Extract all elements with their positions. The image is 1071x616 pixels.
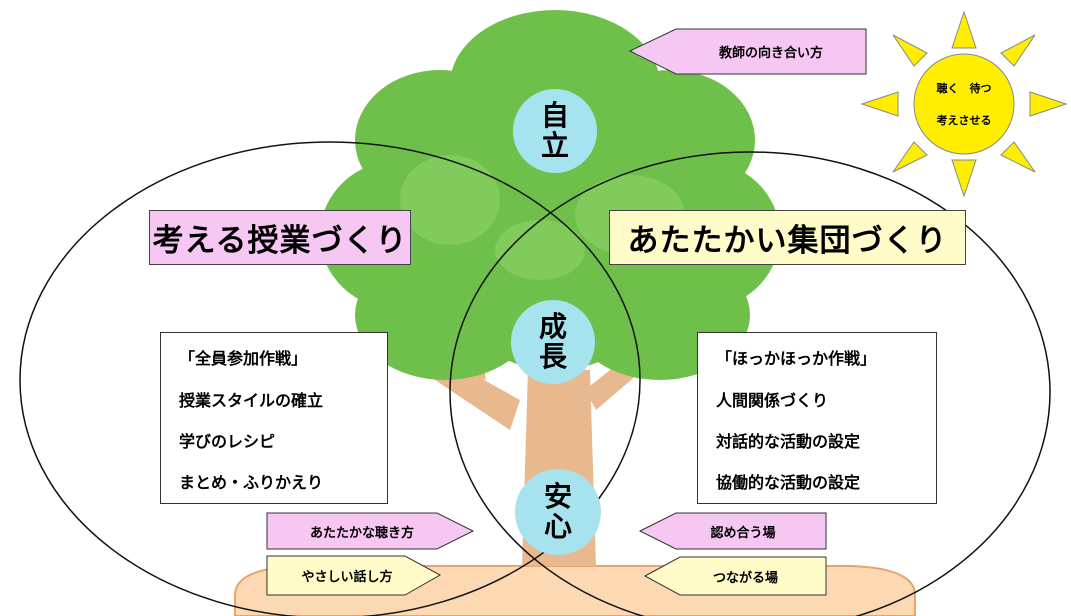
right-circle-title: あたたかい集団づくり bbox=[609, 210, 966, 265]
keyword-middle: 成 長 bbox=[533, 312, 573, 372]
left-list-item: 「全員参加作戦」 bbox=[179, 349, 308, 368]
right-arrow-2-shape bbox=[643, 556, 827, 596]
keyword-bottom: 安 心 bbox=[538, 482, 578, 542]
keyword-top-char-2: 立 bbox=[540, 129, 569, 162]
teacher-arrow-label: 教師の向き合い方 bbox=[718, 46, 823, 61]
right-venn-circle bbox=[449, 151, 1051, 616]
right-list-item: 対話的な活動の設定 bbox=[716, 432, 861, 451]
left-arrow-2-shape bbox=[266, 555, 442, 596]
keyword-bottom-char-2: 心 bbox=[543, 510, 572, 543]
left-arrow-1-label: あたたかな聴き方 bbox=[309, 525, 414, 541]
keyword-circle-middle bbox=[511, 300, 595, 384]
left-item-list: 「全員参加作戦」 授業スタイルの確立 学びのレシピ まとめ・ふりかえり bbox=[160, 332, 388, 504]
keyword-bottom-char-1: 安 bbox=[543, 480, 572, 513]
right-arrow-1-label: 認め合う場 bbox=[710, 525, 776, 541]
keyword-middle-char-1: 成 bbox=[538, 310, 567, 343]
keyword-top-char-1: 自 bbox=[540, 99, 569, 132]
right-arrow-2-label: つながる場 bbox=[712, 570, 778, 586]
right-arrow-1-shape bbox=[638, 512, 827, 550]
left-circle-title: 考える授業づくり bbox=[149, 210, 411, 265]
left-arrow-1-shape bbox=[266, 512, 475, 550]
sun-text-line-1: 聴く 待つ bbox=[936, 82, 992, 95]
sun-text-line-2: 考えさせる bbox=[936, 114, 992, 127]
sun-icon bbox=[860, 10, 1068, 198]
right-item-list: 「ほっかほっか作戦」 人間関係づくり 対話的な活動の設定 協働的な活動の設定 bbox=[697, 332, 937, 504]
right-list-item: 人間関係づくり bbox=[716, 391, 829, 410]
teacher-arrow-shape bbox=[628, 28, 867, 75]
keyword-circle-bottom bbox=[515, 469, 601, 555]
keyword-middle-char-2: 長 bbox=[538, 340, 567, 373]
left-arrow-2-label: やさしい話し方 bbox=[301, 570, 393, 585]
right-list-item: 協働的な活動の設定 bbox=[716, 473, 861, 492]
keyword-circle-top bbox=[513, 89, 597, 173]
left-venn-circle bbox=[19, 141, 641, 616]
right-list-item: 「ほっかほっか作戦」 bbox=[716, 349, 877, 368]
left-list-item: 学びのレシピ bbox=[179, 432, 276, 451]
left-list-item: 授業スタイルの確立 bbox=[179, 391, 324, 410]
left-list-item: まとめ・ふりかえり bbox=[179, 473, 324, 492]
keyword-top: 自 立 bbox=[535, 101, 575, 161]
